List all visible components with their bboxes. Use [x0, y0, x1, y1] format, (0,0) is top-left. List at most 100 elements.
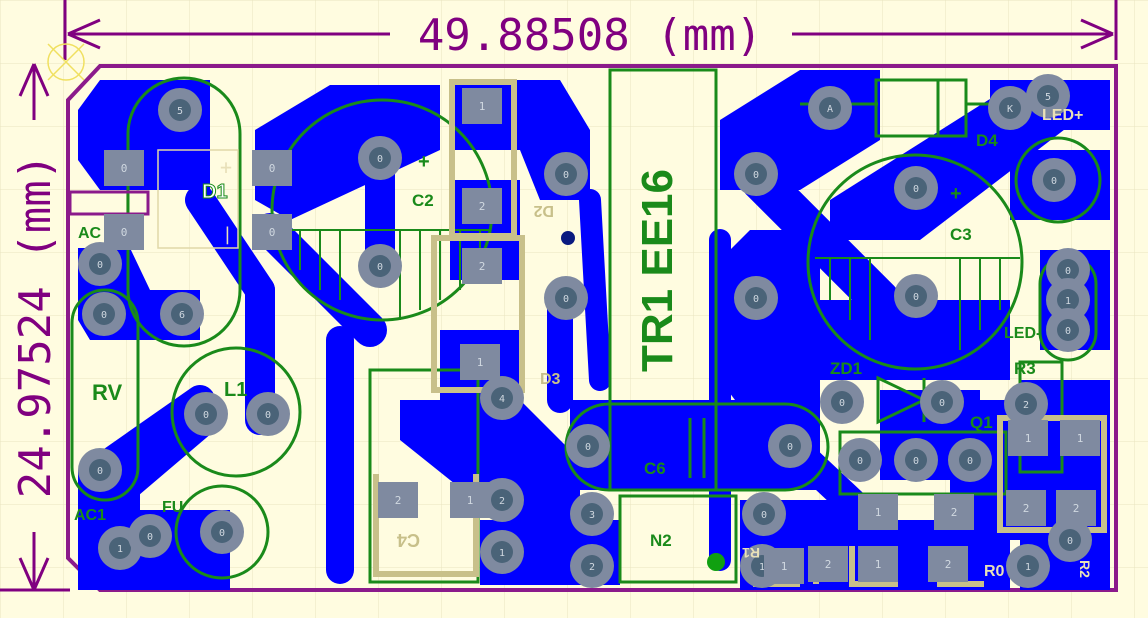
pad-round: 0	[82, 292, 126, 336]
pad-square: 2	[928, 546, 968, 582]
pad-round: 0	[894, 166, 938, 210]
label-d2: D2	[533, 202, 554, 219]
pad-hole	[831, 391, 853, 413]
label-c2-plus: +	[418, 151, 430, 173]
pad-square: 1	[1008, 420, 1048, 456]
pad-hole	[577, 435, 599, 457]
pad-number: 0	[753, 294, 759, 305]
pad-hole	[1043, 169, 1065, 191]
pad-number: 1	[1077, 432, 1084, 445]
pad-hole	[1015, 393, 1037, 415]
pad-body	[252, 214, 292, 250]
pad-round: 0	[78, 448, 122, 492]
pad-number: 0	[761, 510, 767, 521]
pad-round: A	[808, 86, 852, 130]
label-zd1: ZD1	[830, 359, 862, 378]
label-led-plus: LED+	[1042, 107, 1083, 124]
pad-number: 2	[1023, 502, 1030, 515]
pad-round: 0	[838, 438, 882, 482]
label-d3: D3	[540, 371, 561, 388]
pad-number: 2	[479, 200, 486, 213]
pad-number: 0	[787, 442, 793, 453]
label-c4: C4	[397, 530, 420, 550]
label-c3-plus: +	[950, 183, 962, 205]
capacitor-hatch	[284, 229, 1020, 350]
label-d1-plus: +	[220, 155, 232, 179]
pad-hole	[369, 147, 391, 169]
pad-round: 0	[894, 274, 938, 318]
pad-round: 0	[894, 438, 938, 482]
pad-body	[928, 546, 968, 582]
pad-number: 1	[117, 544, 123, 555]
pad-round: 2	[1004, 382, 1048, 426]
pad-round: 0	[1046, 308, 1090, 352]
pad-number: 0	[377, 262, 383, 273]
pad-round: 0	[128, 514, 172, 558]
pad-number: 0	[269, 226, 276, 239]
pad-number: 0	[913, 184, 919, 195]
label-r3: R3	[1014, 359, 1036, 378]
pad-hole	[819, 97, 841, 119]
pad-hole	[491, 541, 513, 563]
pad-round: 0	[544, 276, 588, 320]
pad-round: 0	[358, 244, 402, 288]
pad-number: 0	[203, 410, 209, 421]
pad-number: 0	[563, 294, 569, 305]
pad-hole	[109, 537, 131, 559]
pad-hole	[369, 255, 391, 277]
pad-round: 0	[920, 380, 964, 424]
pad-hole	[211, 521, 233, 543]
pad-number: 0	[839, 398, 845, 409]
pad-round: 0	[78, 242, 122, 286]
pad-round: 0	[1032, 158, 1076, 202]
pad-round: 0	[246, 392, 290, 436]
pad-hole	[1017, 555, 1039, 577]
label-ac1: AC1	[74, 507, 106, 524]
pad-hole	[491, 387, 513, 409]
pad-body	[462, 88, 502, 124]
pad-hole	[999, 97, 1021, 119]
pad-hole	[89, 459, 111, 481]
pad-number: 2	[945, 558, 952, 571]
pad-number: 4	[499, 394, 505, 405]
pad-number: 1	[479, 100, 486, 113]
silkscreen-layer	[70, 68, 1102, 584]
pad-round: 5	[158, 88, 202, 132]
pad-number: 3	[589, 510, 595, 521]
pad-hole	[745, 287, 767, 309]
pad-body	[104, 150, 144, 186]
pad-square: 1	[1060, 420, 1100, 456]
pad-number: 2	[825, 558, 832, 571]
label-r0: R0	[984, 563, 1005, 580]
label-ac: AC	[78, 225, 102, 242]
pad-round: 4	[480, 376, 524, 420]
pad-round: 0	[1048, 518, 1092, 562]
pad-body	[104, 214, 144, 250]
pad-round: 0	[544, 152, 588, 196]
pad-square: 2	[462, 188, 502, 224]
pad-round: 1	[1006, 544, 1050, 588]
pad-number: A	[827, 104, 833, 115]
pad-body	[1008, 420, 1048, 456]
pad-hole	[581, 503, 603, 525]
pad-square: 1	[450, 482, 490, 518]
label-c3: C3	[950, 225, 972, 244]
pad-square: 1	[858, 546, 898, 582]
pad-number: 2	[479, 260, 486, 273]
pad-body	[462, 188, 502, 224]
pad-hole	[491, 489, 513, 511]
label-r1: R1	[742, 545, 760, 561]
width-dimension	[63, 0, 1118, 60]
pad-body	[1056, 490, 1096, 526]
pad-number: 0	[97, 260, 103, 271]
pad-square: 0	[252, 214, 292, 250]
pad-round: 0	[768, 424, 812, 468]
pad-body	[1060, 420, 1100, 456]
pad-square: 1	[764, 548, 804, 584]
pad-number: 0	[967, 456, 973, 467]
pad-hole	[905, 449, 927, 471]
pad-number: 1	[477, 356, 484, 369]
label-fu: FU	[162, 499, 183, 516]
